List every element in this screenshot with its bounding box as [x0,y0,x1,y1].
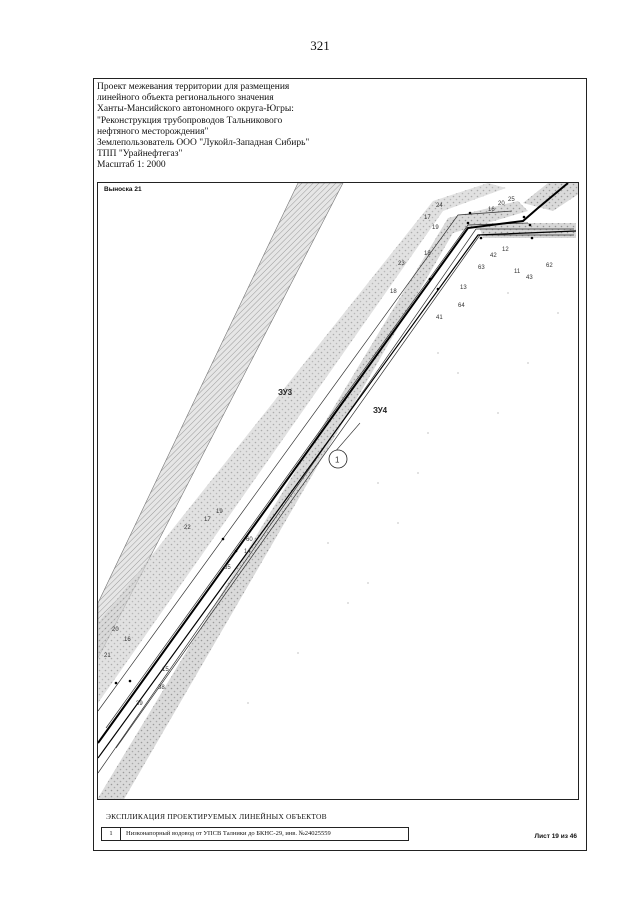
point-label: 65 [224,565,231,571]
point-label: 43 [526,275,533,281]
legend-table: 1 Низконапорный водовод от УПСВ Талники … [101,827,409,841]
title-block: Проект межевания территории для размещен… [97,82,577,172]
object-number-circle [328,449,348,469]
point-label: 62 [546,263,553,269]
title-line: линейного объекта регионального значения [97,93,274,104]
legend-row-description: Низконапорный водовод от УПСВ Талники до… [126,830,331,837]
point-label: 12 [502,247,509,253]
legend-title: ЭКСПЛИКАЦИЯ ПРОЕКТИРУЕМЫХ ЛИНЕЙНЫХ ОБЪЕК… [106,812,327,821]
point-label: 22 [184,525,191,531]
map-drawing: ЗУ3 ЗУ4 1 24 25 20 16 17 19 12 42 63 [98,183,578,799]
point-label: 18 [390,289,397,295]
point-label: 41 [436,315,443,321]
title-line: нефтяного месторождения" [97,126,209,137]
scale-line: Масштаб 1: 2000 [97,160,166,171]
point-label: 19 [216,509,223,515]
title-line: "Реконструкция трубопроводов Тальниковог… [97,115,283,126]
title-line: Проект межевания территории для размещен… [97,82,290,92]
point-markers [114,211,534,685]
point-label: 19 [432,225,439,231]
point-label: 17 [424,215,431,221]
point-label: 60 [246,537,253,543]
title-line: Ханты-Мансийского автономного округа-Югр… [97,104,294,115]
point-label: 42 [490,253,497,259]
point-label: 16 [124,637,131,643]
boundary-line [98,210,513,712]
point-label: 24 [436,203,443,209]
terrain-dots [247,292,559,704]
pipeline-line [98,183,569,744]
point-label: 18 [424,251,431,257]
object-number: 1 [335,456,340,465]
drawing-sheet: Проект межевания территории для размещен… [93,78,587,851]
legend-row-number: 1 [102,828,121,840]
boundary-line [98,228,574,774]
object-leader [333,422,361,454]
point-label: 38 [158,685,165,691]
point-label: 13 [460,285,467,291]
zone-label-zu4: ЗУ4 [373,406,388,415]
point-label: 23 [398,261,405,267]
point-label: 16 [488,207,495,213]
point-label: 63 [478,265,485,271]
title-line: ТПП "Урайнефтегаз" [97,149,183,160]
point-label: 21 [104,653,111,659]
point-label: 15 [162,667,169,673]
adjacent-parcel-strip [98,183,344,659]
zone-label-zu3: ЗУ3 [278,388,293,397]
point-label: 14 [244,549,251,555]
point-label: 20 [112,627,119,633]
sheet-number-label: Лист 19 из 46 [534,833,577,840]
point-label: 39 [136,701,143,707]
point-label: 20 [498,201,505,207]
point-label: 11 [514,269,521,275]
title-line: Землепользователь ООО "Лукойл-Западная С… [97,138,310,149]
point-label: 17 [204,517,211,523]
page-number: 321 [310,38,330,53]
pipeline-line-2 [98,230,577,759]
zone-zu3-band [98,201,528,799]
map-frame: Выноска 21 [97,182,579,800]
point-label: 25 [508,197,515,203]
insert-title: Выноска 21 [104,186,142,193]
point-label: 64 [458,303,465,309]
